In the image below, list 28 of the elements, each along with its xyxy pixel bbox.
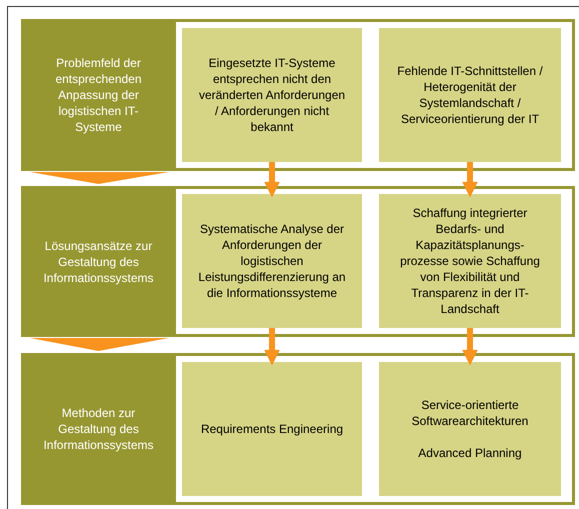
arrow <box>462 328 478 366</box>
row-heading-text: Lösungsansätze zur Gestaltung des Informationssystems <box>42 238 155 286</box>
text-box <box>182 194 362 328</box>
box-text: Eingesetzte IT-Systeme entsprechen nicht den veränderten Anforderungen / Anforderungen nicht bekannt <box>198 55 346 135</box>
box-text: Service-orientierte Softwarearchitekturen <box>410 397 530 429</box>
box-text: Systematische Analyse der Anforderungen der logistischen Leistungsdifferenzierung an die Informationssysteme <box>198 221 346 301</box>
row-heading-text: Methoden zur Gestaltung des Informationssystems <box>42 405 155 453</box>
box-text: Advanced Planning <box>418 445 522 461</box>
chevron-arrow <box>30 172 169 184</box>
row-band <box>21 353 575 505</box>
text-box <box>379 362 561 496</box>
box-text: Schaffung integrierter Bedarfs- und Kapazitätsplanungs-prozesse sowie Schaffung von Flexibilität und Transparenz in der IT-Landschaft <box>399 205 541 317</box>
text-box <box>182 28 362 162</box>
row-band <box>21 19 575 171</box>
row-heading-text: Problemfeld der entsprechenden Anpassung der logistischen IT-Systeme <box>54 55 143 135</box>
arrow <box>462 162 478 198</box>
row-band <box>21 186 575 337</box>
box-text: Requirements Engineering <box>200 421 344 437</box>
text-box <box>182 362 362 496</box>
box-text: Fehlende IT-Schnittstellen / Heterogenität der Systemlandschaft / Serviceorientierung der IT <box>396 63 544 127</box>
row-heading <box>21 19 176 171</box>
arrow <box>264 328 280 366</box>
arrow <box>264 162 280 198</box>
text-box <box>379 194 561 328</box>
row-heading <box>21 353 176 505</box>
text-box <box>379 28 561 162</box>
chevron-arrow <box>30 338 169 351</box>
row-heading <box>21 186 176 337</box>
